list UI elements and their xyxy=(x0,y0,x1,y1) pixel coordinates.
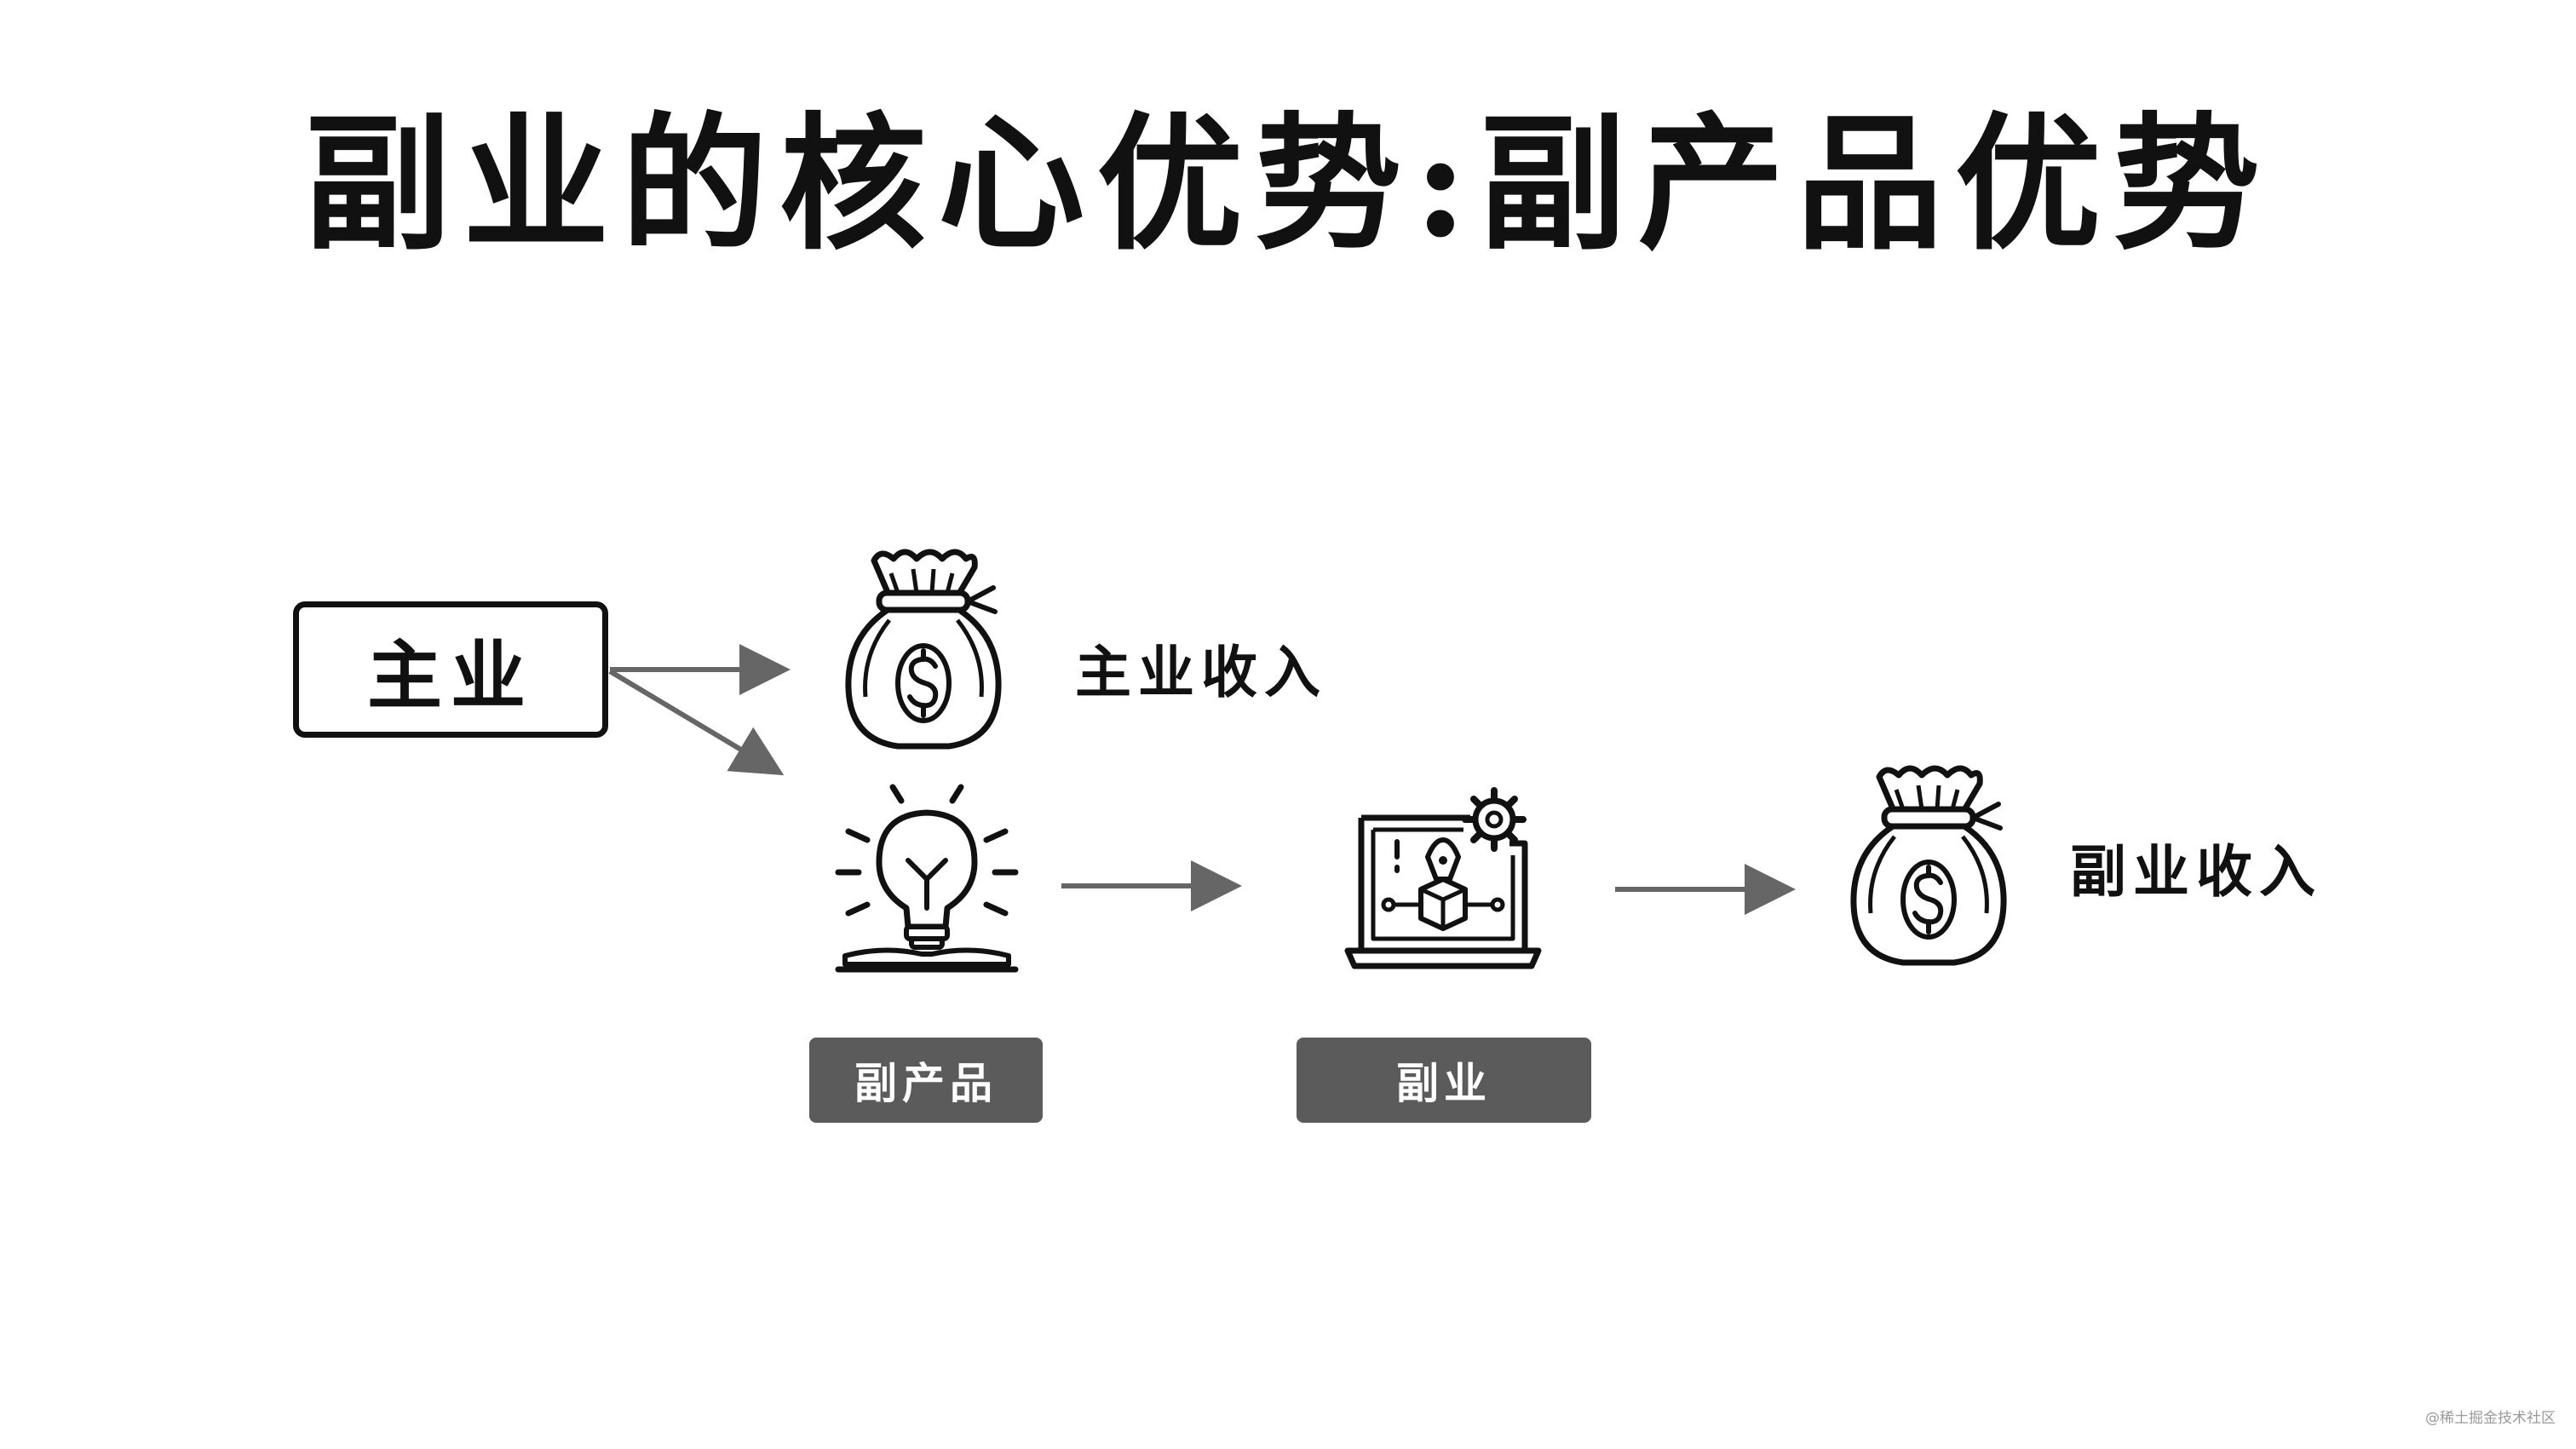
side-job-tag-label: 副业 xyxy=(1396,1058,1492,1108)
lightbulb-book-icon xyxy=(835,784,1019,973)
byproduct-tag: 副产品 xyxy=(809,1038,1043,1123)
laptop-gear-icon xyxy=(1344,787,1542,969)
money-bag-icon xyxy=(848,552,998,746)
main-income-label: 主业收入 xyxy=(1075,639,1327,705)
side-income-label: 副业收入 xyxy=(2070,838,2322,905)
money-bag-icon xyxy=(1854,768,2004,963)
main-job-label: 主业 xyxy=(366,630,534,720)
main-job-box: 主业 xyxy=(293,601,608,738)
byproduct-tag-label: 副产品 xyxy=(854,1058,998,1108)
arrow-main-to-byproduct xyxy=(608,669,785,776)
watermark: @稀土掘金技术社区 xyxy=(2425,1410,2556,1427)
side-job-tag: 副业 xyxy=(1297,1038,1591,1123)
page-title: 副业的核心优势:副产品优势 xyxy=(304,97,2272,270)
